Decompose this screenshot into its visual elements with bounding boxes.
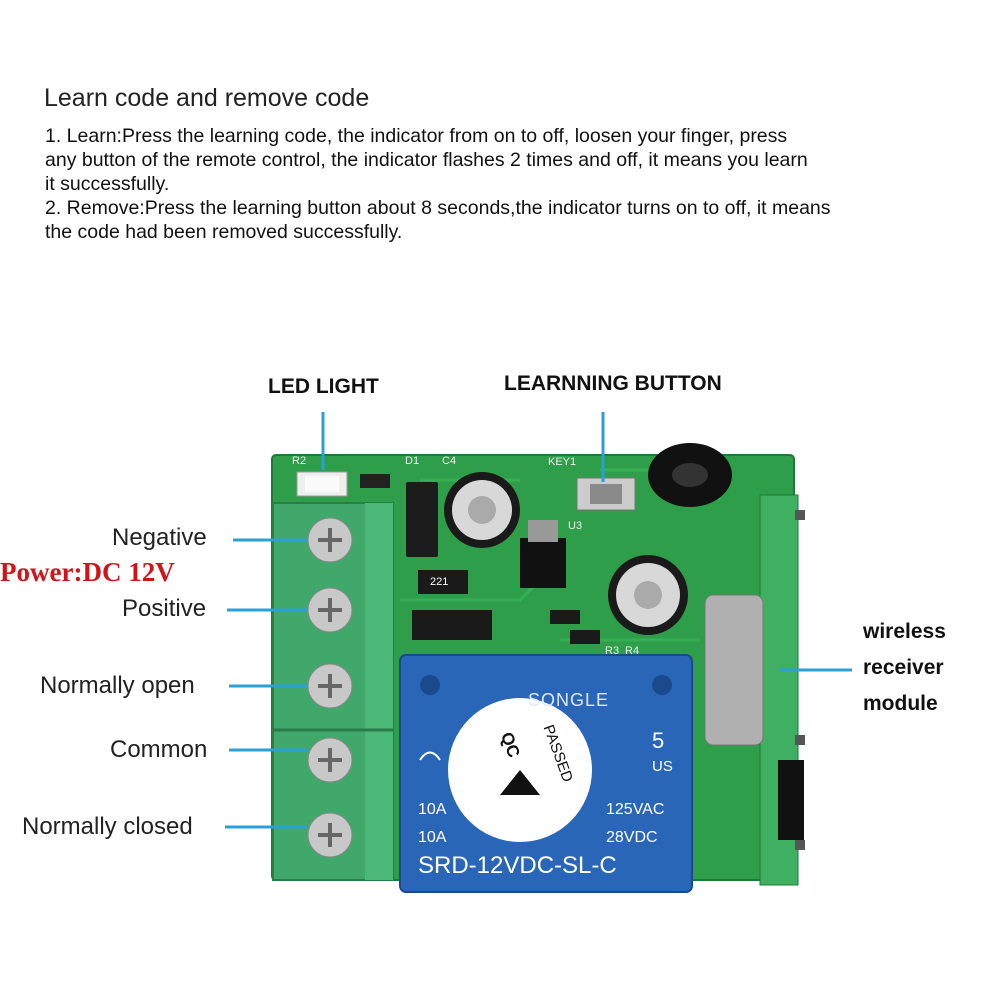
regulator-u3 bbox=[520, 538, 566, 588]
silk-label: KEY1 bbox=[548, 456, 577, 468]
terminal-screws bbox=[307, 517, 353, 858]
remove-line: 2. Remove:Press the learning button abou… bbox=[45, 197, 831, 219]
wireless-label-line: receiver bbox=[863, 656, 944, 679]
terminal-label-common: Common bbox=[110, 736, 208, 763]
relay-rating-left: 10A 10A bbox=[418, 796, 446, 852]
relay-rating-right: 125VAC 28VDC bbox=[606, 796, 664, 852]
learn-instruction: 1. Learn:Press the learning code, the in… bbox=[45, 124, 955, 196]
rating-right-line: 125VAC bbox=[606, 801, 665, 818]
resistor-label: 221 bbox=[430, 576, 449, 588]
learn-line: it successfully. bbox=[45, 173, 170, 195]
relay-us: US bbox=[652, 758, 673, 775]
silk-label: C4 bbox=[442, 455, 457, 467]
wireless-label-line: module bbox=[863, 692, 938, 715]
power-label: Power:DC 12V bbox=[0, 557, 175, 587]
silk-label: R2 bbox=[292, 455, 307, 467]
diode-2 bbox=[412, 610, 492, 640]
terminal-label-negative: Negative bbox=[112, 524, 207, 551]
crystal-oscillator bbox=[704, 594, 764, 746]
terminal-label-normally-open: Normally open bbox=[40, 672, 195, 699]
remove-instruction: 2. Remove:Press the learning button abou… bbox=[45, 196, 955, 244]
relay-number: 5 bbox=[652, 728, 665, 753]
silk-label: R3 bbox=[605, 645, 620, 657]
rating-right-line: 28VDC bbox=[606, 829, 658, 846]
remove-line: the code had been removed successfully. bbox=[45, 221, 403, 243]
learn-line: any button of the remote control, the in… bbox=[45, 149, 808, 171]
learning-button-label: LEARNNING BUTTON bbox=[504, 372, 722, 395]
led-light-label: LED LIGHT bbox=[268, 375, 379, 398]
diode-d1 bbox=[406, 482, 438, 557]
terminal-label-positive: Positive bbox=[122, 595, 207, 622]
rating-left-line: 10A bbox=[418, 801, 447, 818]
relay-model: SRD-12VDC-SL-C bbox=[418, 852, 617, 879]
callout-lines bbox=[225, 412, 852, 829]
rating-left-line: 10A bbox=[418, 829, 447, 846]
silk-label: D1 bbox=[405, 455, 420, 467]
page-heading: Learn code and remove code bbox=[44, 84, 370, 112]
wireless-label-line: wireless bbox=[863, 620, 946, 643]
terminal-label-normally-closed: Normally closed bbox=[22, 813, 193, 840]
learn-line: 1. Learn:Press the learning code, the in… bbox=[45, 125, 788, 147]
resistor-221 bbox=[418, 570, 468, 594]
silk-label: R4 bbox=[625, 645, 640, 657]
relay-brand: SONGLE bbox=[528, 690, 610, 710]
wireless-module-label: wireless receiver module bbox=[863, 614, 946, 722]
silk-label: U3 bbox=[568, 520, 583, 532]
